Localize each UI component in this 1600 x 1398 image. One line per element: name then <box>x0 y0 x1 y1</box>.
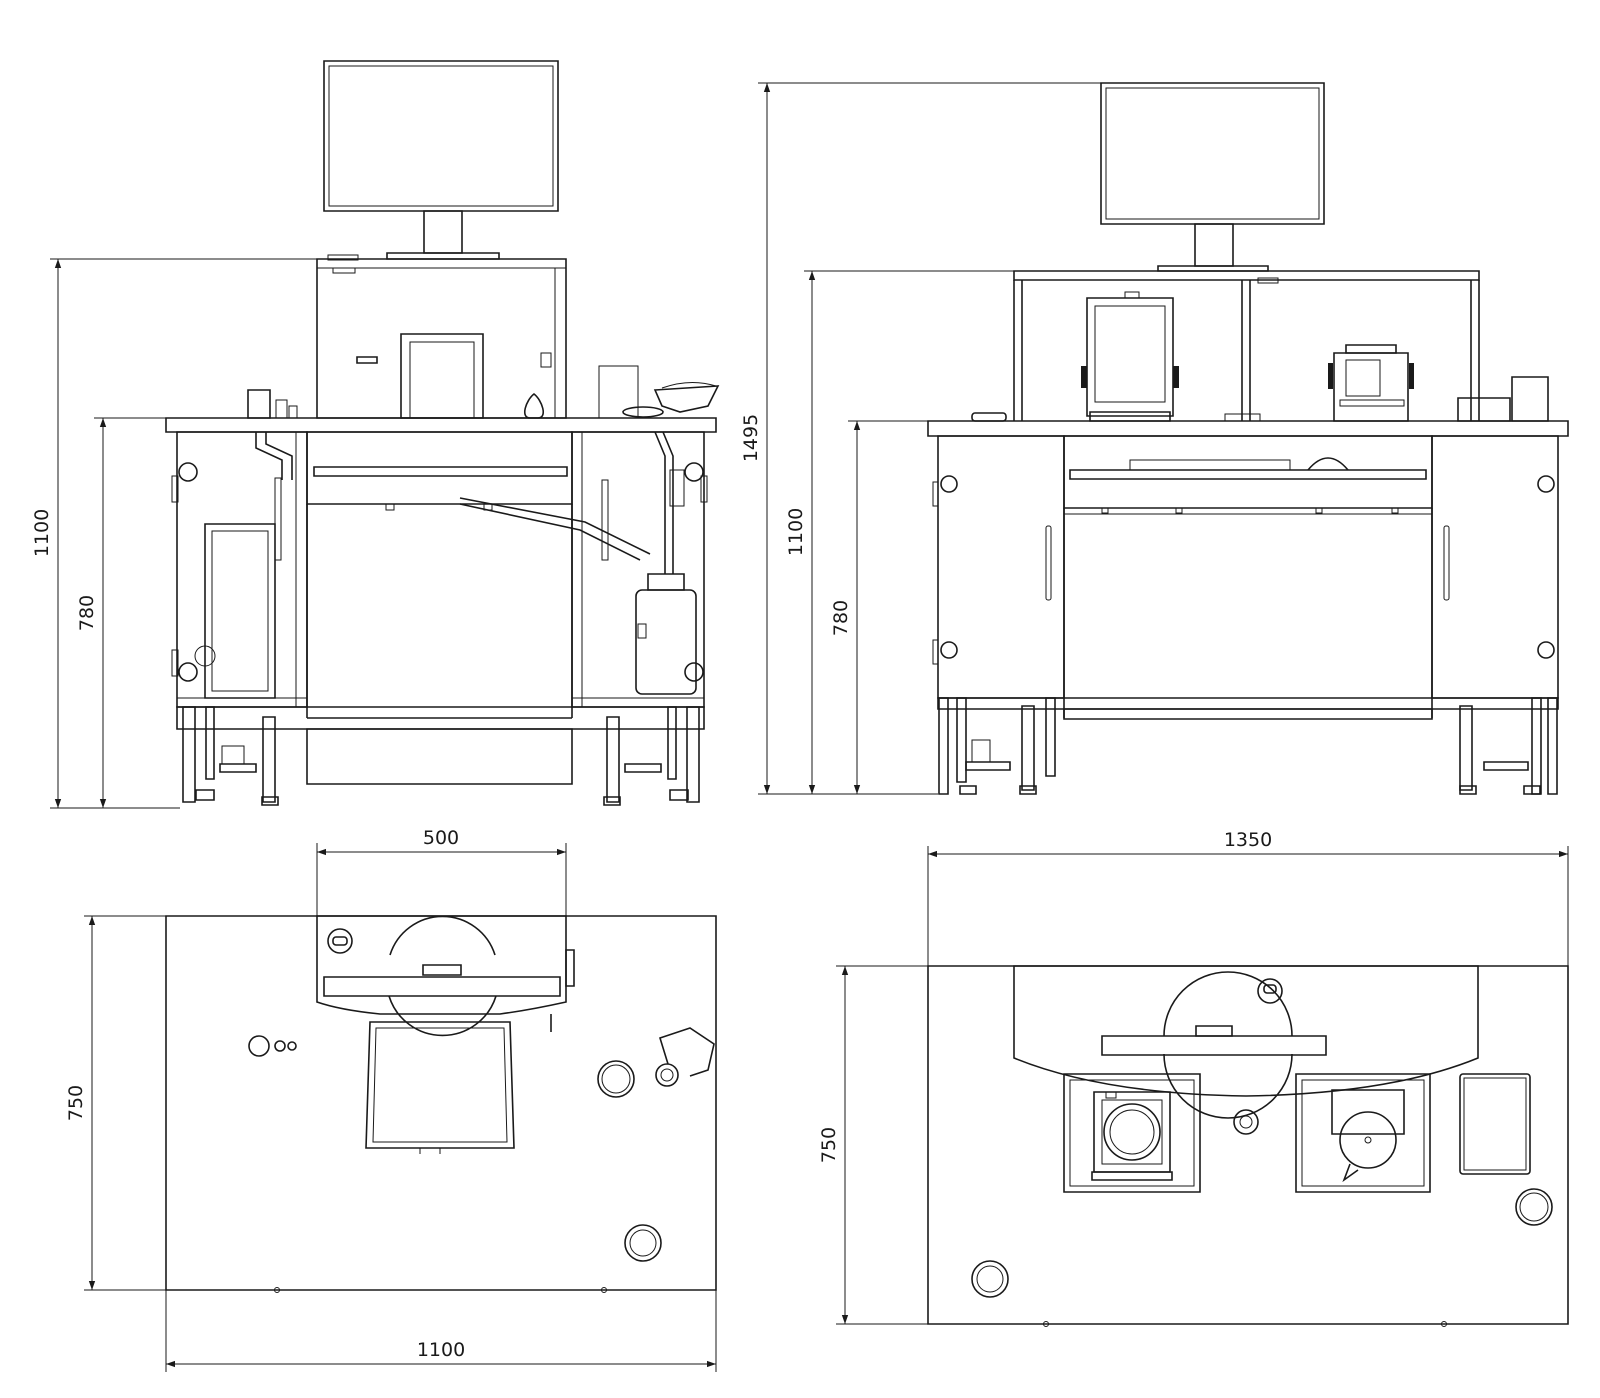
dim-top-left-depth: 750 <box>65 1085 87 1121</box>
dim-top-left-inner-width: 500 <box>423 827 459 849</box>
top-view-right <box>928 966 1568 1327</box>
shelf-frame <box>1014 271 1479 421</box>
side-left-cabinet <box>933 436 1064 698</box>
dim-front-height-worktop: 780 <box>76 595 98 631</box>
worktop-front <box>166 418 716 432</box>
upper-housing <box>317 255 638 418</box>
dim-side-height-worktop: 780 <box>830 600 852 636</box>
side-right-cabinet <box>1432 436 1558 698</box>
side-center-drawer <box>1064 436 1432 718</box>
worktop-side <box>928 421 1568 436</box>
dim-front-height-total: 1100 <box>31 509 53 557</box>
analytical-balance <box>1081 292 1179 421</box>
dim-top-right-depth: 750 <box>818 1127 840 1163</box>
right-cabinet <box>572 432 707 707</box>
side-base-frame <box>938 698 1558 794</box>
monitor-side <box>1101 83 1324 271</box>
base-frame-front <box>177 707 704 805</box>
center-drawer-front <box>307 432 650 718</box>
front-view <box>166 61 718 805</box>
dispenser-device <box>1328 345 1414 421</box>
top-view-left <box>166 916 716 1293</box>
monitor-front <box>324 61 558 259</box>
dim-top-left-width: 1100 <box>417 1339 465 1361</box>
dim-side-height-total: 1100 <box>785 508 807 556</box>
dim-side-height-monitor: 1495 <box>740 414 762 462</box>
left-cabinet <box>172 432 307 707</box>
dimension-lines <box>50 83 1568 1372</box>
dimension-labels: 1100 780 1495 1100 780 500 1100 750 1350… <box>31 414 1272 1361</box>
dim-top-right-width: 1350 <box>1224 829 1272 851</box>
side-view <box>928 83 1568 794</box>
